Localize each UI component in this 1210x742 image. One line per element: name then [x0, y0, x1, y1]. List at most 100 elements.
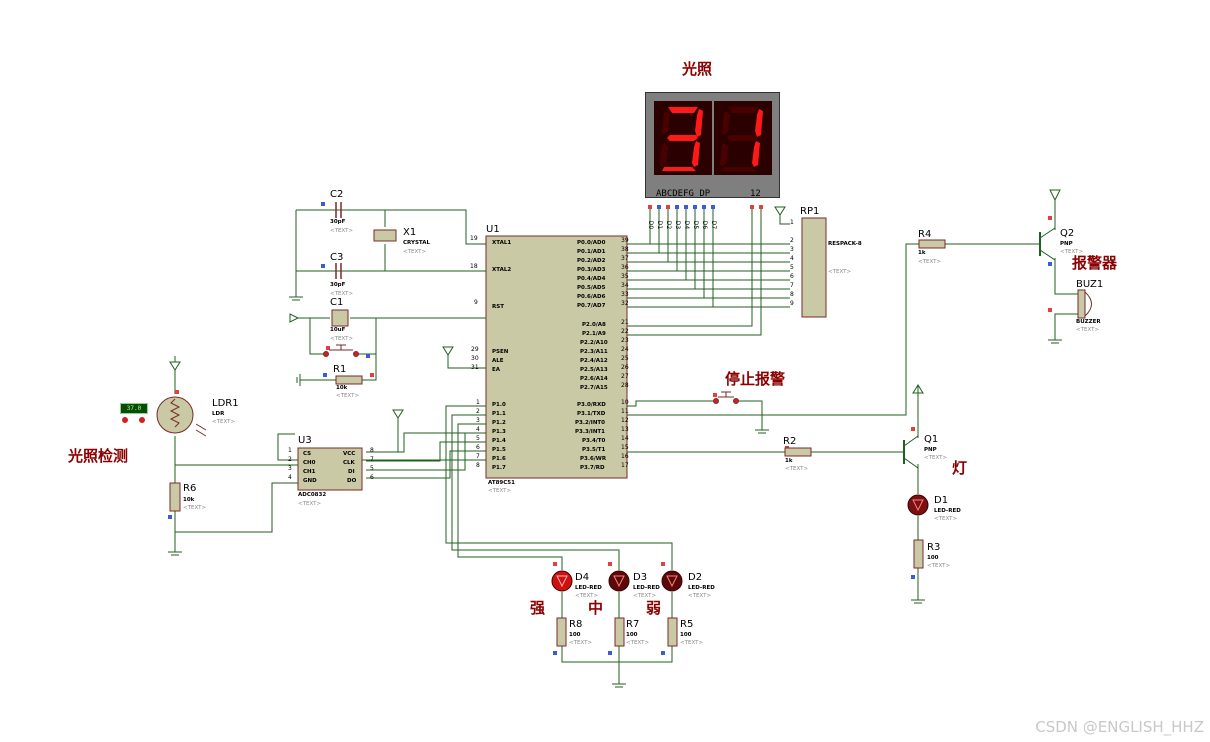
val-d4: LED-RED [575, 585, 602, 591]
resistor-r7 [614, 617, 625, 647]
led-d1 [907, 494, 929, 516]
u1-pin-xtal2: XTAL2 [492, 267, 512, 273]
u1-num-16: 16 [621, 453, 629, 460]
resistor-r8 [556, 617, 567, 647]
resistor-r6 [169, 482, 181, 512]
ref-x1: X1 [403, 227, 417, 238]
u1-num-25: 25 [621, 355, 629, 362]
u1-num-34: 34 [621, 282, 629, 289]
led-d2 [661, 570, 683, 592]
val-r7: 100 [626, 632, 638, 638]
u1-num-4: 4 [476, 426, 480, 433]
label-alarm: 报警器 [1072, 254, 1118, 272]
u1-pin-rst: RST [492, 304, 504, 310]
digit-ones-segments [720, 107, 763, 171]
u1-num-35: 35 [621, 273, 629, 280]
rp1-pin-4: 4 [790, 255, 794, 262]
u3-pin-do: DO [347, 478, 357, 484]
txt-r1: <TEXT> [336, 393, 360, 399]
u1-pin-p26: P2.6/A14 [580, 376, 608, 382]
u3-pin-ch1: CH1 [303, 469, 316, 475]
rp1-resistor-pack [801, 217, 827, 318]
capacitor-c2 [335, 202, 342, 218]
u1-pin-p27: P2.7/A15 [580, 385, 608, 391]
ref-q2: Q2 [1060, 228, 1075, 239]
val-u3: ADC0832 [298, 492, 327, 498]
val-r8: 100 [569, 632, 581, 638]
txt-q2: <TEXT> [1060, 249, 1084, 255]
ref-buz1: BUZ1 [1076, 279, 1104, 290]
u3-pin-cs: CS [303, 451, 312, 457]
val-r5: 100 [680, 632, 692, 638]
val-d2: LED-RED [688, 585, 715, 591]
u1-num-22: 22 [621, 328, 629, 335]
u1-num-18: 18 [470, 263, 478, 270]
u1-pin-ale: ALE [492, 358, 504, 364]
u1-pin-p33: P3.3/INT1 [575, 429, 606, 435]
ref-ldr1: LDR1 [212, 398, 239, 409]
u1-num-38: 38 [621, 246, 629, 253]
u1-pin-p12: P1.2 [492, 420, 506, 426]
pin-markers [168, 202, 1052, 655]
u3-num-1: 1 [288, 447, 292, 454]
ref-q1: Q1 [924, 434, 939, 445]
txt-r2: <TEXT> [785, 466, 809, 472]
txt-d3: <TEXT> [633, 593, 657, 599]
rp1-pin-8: 8 [790, 291, 794, 298]
u3-num-7: 7 [370, 456, 374, 463]
txt-r4: <TEXT> [918, 259, 942, 265]
ref-d3: D3 [633, 572, 648, 583]
u1-num-27: 27 [621, 373, 629, 380]
ref-c2: C2 [330, 189, 344, 200]
u1-num-3: 3 [476, 417, 480, 424]
ref-u1: U1 [486, 224, 500, 235]
txt-r3: <TEXT> [927, 563, 951, 569]
u1-num-21: 21 [621, 319, 629, 326]
val-c3: 30pF [330, 282, 346, 288]
u1-num-9: 9 [474, 299, 478, 306]
u1-pin-p23: P2.3/A11 [580, 349, 608, 355]
u3-num-5: 5 [370, 465, 374, 472]
u3-num-6: 6 [370, 474, 374, 481]
ldr-terminal-right [139, 417, 145, 423]
u1-pin-p14: P1.4 [492, 438, 506, 444]
txt-rp1: <TEXT> [828, 269, 852, 275]
rp1-pin-7: 7 [790, 282, 794, 289]
u1-pin-p17: P1.7 [492, 465, 506, 471]
u1-num-39: 39 [621, 237, 629, 244]
u1-num-26: 26 [621, 364, 629, 371]
label-medium: 中 [588, 599, 604, 617]
u1-num-32: 32 [621, 300, 629, 307]
ref-r1: R1 [333, 364, 347, 375]
digit-ones [714, 101, 772, 175]
u1-pin-p30: P3.0/RXD [577, 402, 606, 408]
u1-pin-xtal1: XTAL1 [492, 240, 512, 246]
u1-chip [485, 235, 628, 479]
resistor-r3 [913, 539, 924, 569]
u1-pin-p21: P2.1/A9 [582, 331, 606, 337]
u1-num-1: 1 [476, 399, 480, 406]
ref-r5: R5 [680, 619, 694, 630]
ref-u3: U3 [298, 435, 312, 446]
u1-pin-p36: P3.6/WR [580, 456, 607, 462]
led-d3 [608, 570, 630, 592]
u3-num-8: 8 [370, 447, 374, 454]
u1-num-2: 2 [476, 408, 480, 415]
u1-pin-p22: P2.2/A10 [580, 340, 608, 346]
rp1-pin-1: 1 [790, 219, 794, 226]
u1-pin-p24: P2.4/A12 [580, 358, 608, 364]
txt-x1: <TEXT> [403, 249, 427, 255]
val-ldr1: LDR [212, 411, 225, 417]
u1-pin-p13: P1.3 [492, 429, 506, 435]
val-buz1: BUZZER [1076, 319, 1101, 325]
val-r1: 10k [336, 385, 348, 391]
u1-pin-p03: P0.3/AD3 [577, 267, 606, 273]
rp1-pin-2: 2 [790, 237, 794, 244]
u1-pin-p00: P0.0/AD0 [577, 240, 606, 246]
resistor-r5 [667, 617, 678, 647]
u1-pin-p25: P2.5/A13 [580, 367, 608, 373]
u1-pin-p34: P3.4/T0 [582, 438, 606, 444]
u1-pin-p20: P2.0/A8 [582, 322, 606, 328]
val-x1: CRYSTAL [403, 240, 431, 246]
